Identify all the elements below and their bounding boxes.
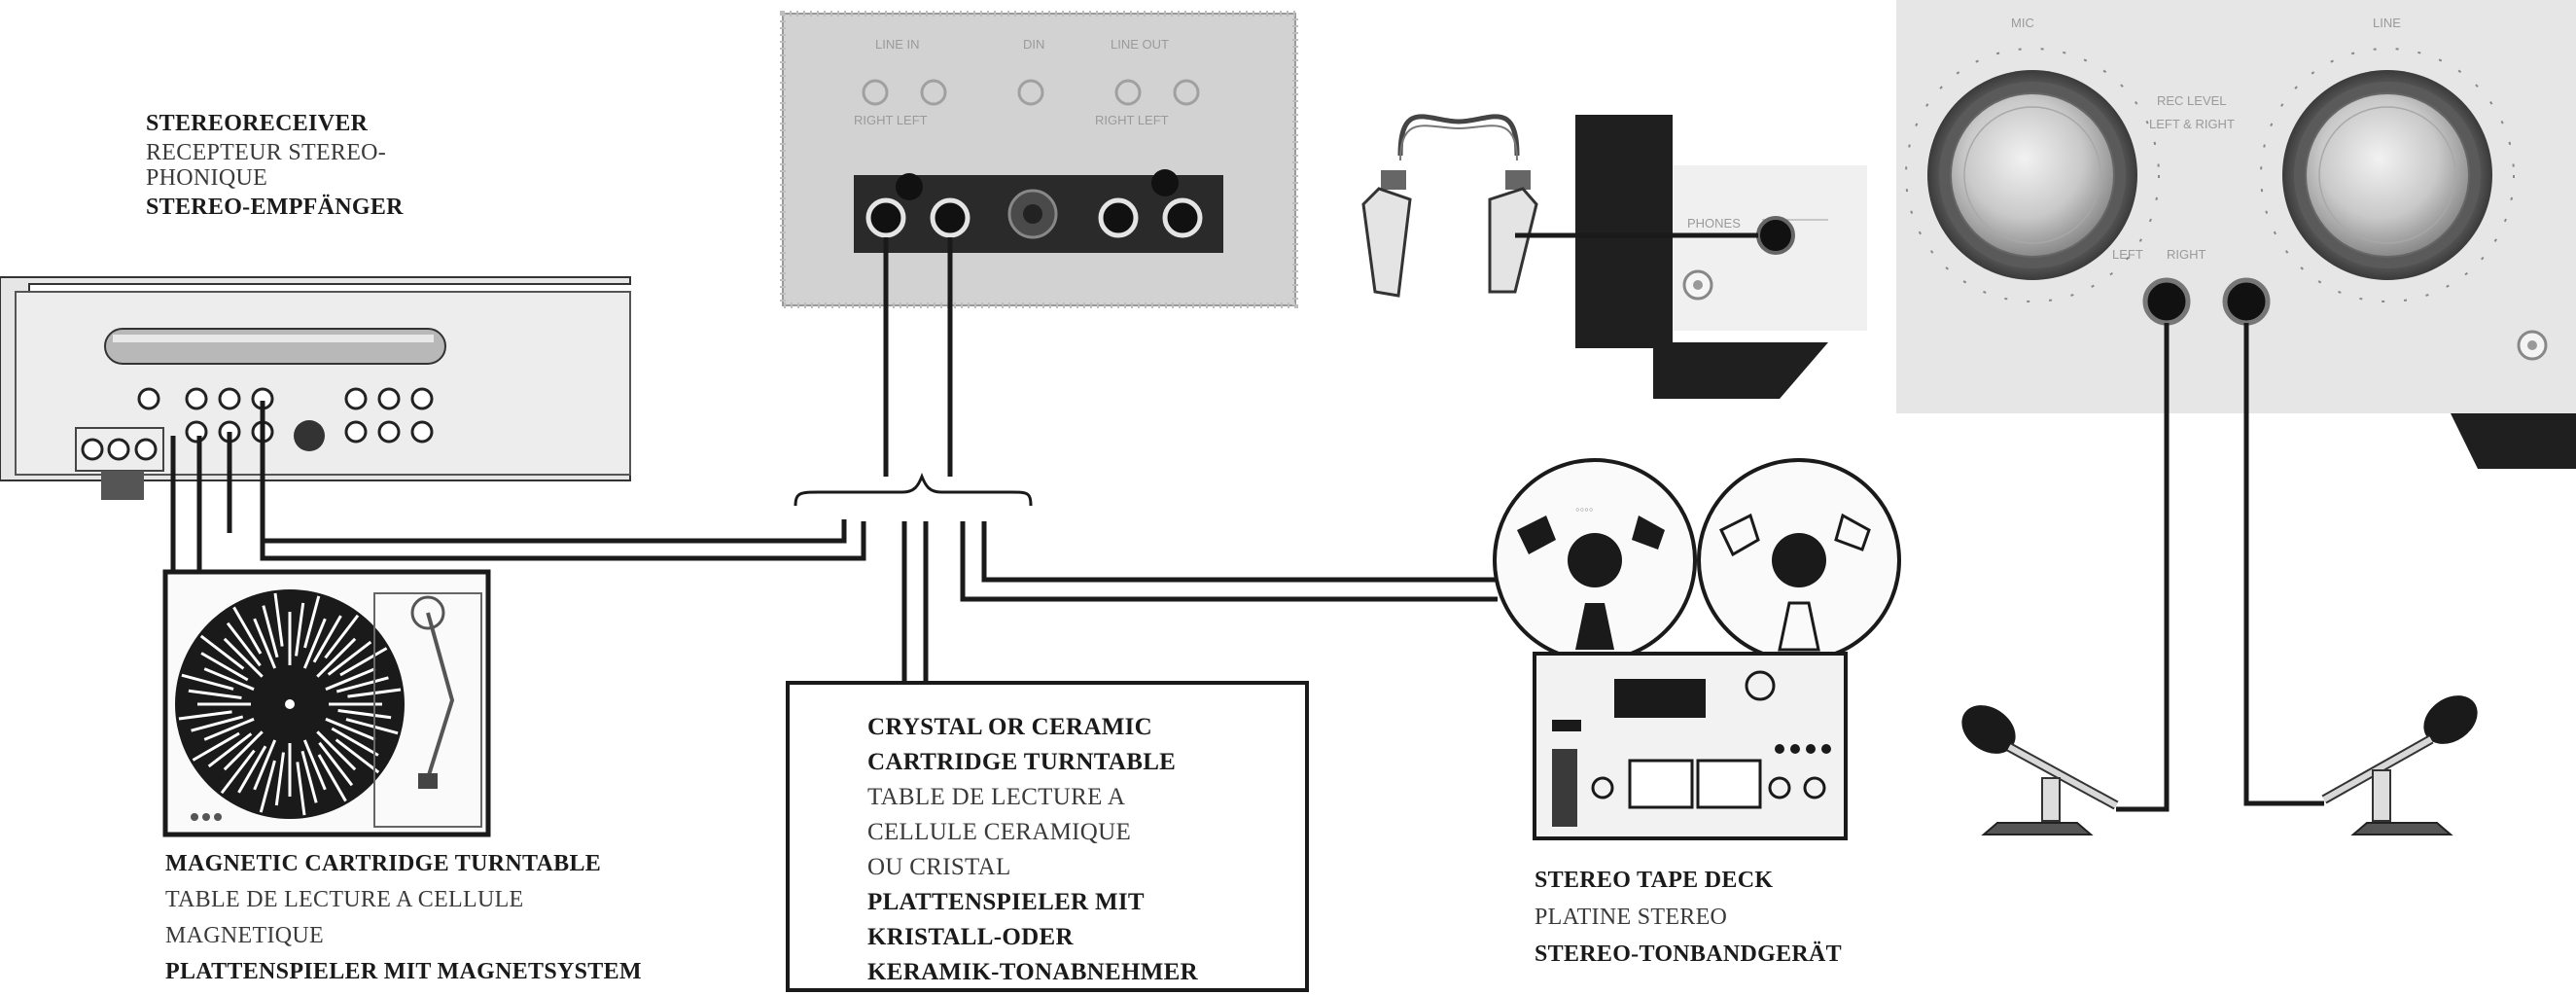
platter-strobe-mark (262, 605, 279, 658)
stereo-tape-deck: ◦◦◦◦ (1493, 458, 1901, 840)
platter-strobe-mark (203, 717, 255, 741)
svg-text:◦◦◦◦: ◦◦◦◦ (1575, 502, 1593, 516)
svg-text:MIC: MIC (2011, 16, 2034, 30)
crystal-turntable-label: CRYSTAL OR CERAMIC CARTRIDGE TURNTABLE T… (867, 710, 1198, 990)
svg-text:LINE IN: LINE IN (875, 37, 920, 52)
platter-strobe-mark (327, 640, 372, 676)
platter-strobe-mark (300, 750, 318, 803)
platter-strobe-mark (253, 739, 277, 791)
rec-level-knob-right (2260, 48, 2515, 302)
crystal-turntable-label-fr-3: OU CRISTAL (867, 854, 1011, 880)
crystal-turntable-label-fr: TABLE DE LECTURE A (867, 784, 1126, 810)
platter-strobe-mark (223, 637, 264, 678)
platter-strobe-mark (324, 614, 360, 659)
platter-strobe-mark (295, 602, 305, 657)
platter-strobe-mark (274, 752, 285, 806)
platter-strobe-mark (331, 727, 379, 757)
platter-strobe-mark (302, 739, 327, 791)
crystal-turntable-box: CRYSTAL OR CERAMIC CARTRIDGE TURNTABLE T… (786, 681, 1309, 992)
magnetic-turntable-label-de: PLATTENSPIELER MIT MAGNETSYSTEM (165, 959, 642, 984)
tape-deck-label-en: STEREO TAPE DECK (1535, 868, 1774, 893)
platter-strobe-mark (345, 718, 399, 735)
platter-strobe-mark (296, 762, 306, 816)
tape-deck-label: STEREO TAPE DECK PLATINE STEREO STEREO-T… (1535, 862, 1842, 973)
din-jack-icon (1007, 189, 1058, 239)
platter-strobe-mark (316, 730, 357, 771)
platter-strobe-mark (312, 615, 342, 663)
svg-text:RIGHT: RIGHT (2167, 247, 2206, 262)
microphone-input-panel: MIC LINE REC LEVEL LEFT & RIGHT LEFT RIG… (1896, 0, 2576, 469)
receiver-label-fr: RECEPTEUR STEREO- (146, 140, 387, 165)
crystal-turntable-label-de-2: KRISTALL-ODER (867, 924, 1074, 950)
magnetic-turntable-label-fr-2: MAGNETIQUE (165, 923, 324, 948)
crystal-turntable-label-de-3: KERAMIK-TONABNEHMER (867, 959, 1198, 985)
platter-strobe-mark (339, 647, 388, 677)
platter-strobe-mark (226, 622, 262, 667)
platter-strobe-mark (237, 745, 267, 794)
platter-strobe-mark (318, 741, 354, 787)
svg-text:RIGHT LEFT: RIGHT LEFT (1095, 113, 1169, 127)
platter-strobe-mark (335, 676, 389, 693)
svg-text:LINE OUT: LINE OUT (1111, 37, 1169, 52)
cables (170, 237, 2324, 812)
platter-strobe-mark (203, 667, 255, 692)
platter-strobe-mark (253, 618, 277, 669)
svg-text:PHONES: PHONES (1687, 216, 1741, 231)
platter-strobe-mark (191, 715, 244, 732)
platter-strobe-mark (181, 673, 234, 691)
platter-strobe-mark (232, 606, 263, 655)
svg-text:LINE: LINE (2373, 16, 2401, 30)
platter-strobe-mark (335, 738, 380, 774)
platter-strobe-mark (200, 652, 249, 682)
crystal-turntable-label-en-2: CARTRIDGE TURNTABLE (867, 749, 1177, 775)
headphones (1361, 114, 1538, 298)
platter-strobe-mark (199, 634, 245, 670)
bracket (794, 472, 1033, 507)
crystal-turntable-label-fr-2: CELLULE CERAMIQUE (867, 819, 1132, 845)
platter-strobe-mark (192, 731, 240, 762)
platter-strobe-mark (259, 760, 276, 813)
tape-deck-panel: PHONES (1515, 115, 1867, 399)
platter-strobe-mark (223, 730, 264, 771)
platter-strobe-mark (337, 709, 392, 720)
receiver-label-fr-2: PHONIQUE (146, 165, 268, 191)
platter-strobe-mark (303, 595, 321, 649)
platter-strobe-mark (325, 667, 376, 692)
platter-strobe-mark (316, 637, 357, 678)
microphone-right-icon (2321, 695, 2478, 835)
platter-strobe-mark (188, 689, 242, 699)
svg-text:RIGHT LEFT: RIGHT LEFT (854, 113, 928, 127)
receiver-label: STEREORECEIVER RECEPTEUR STEREO- PHONIQU… (146, 107, 404, 224)
platter-strobe-mark (220, 749, 256, 795)
magnetic-turntable-label-en: MAGNETIC CARTRIDGE TURNTABLE (165, 851, 602, 876)
microphone-left-icon (1961, 705, 2119, 835)
platter-strobe-mark (302, 618, 327, 669)
platter-strobe-mark (317, 754, 347, 802)
svg-text:LEFT: LEFT (2112, 247, 2143, 262)
crystal-turntable-label-en: CRYSTAL OR CERAMIC (867, 714, 1152, 740)
tape-deck-label-de: STEREO-TONBANDGERÄT (1535, 942, 1842, 967)
magnetic-turntable-label-fr: TABLE DE LECTURE A CELLULE (165, 887, 524, 912)
svg-text:DIN: DIN (1023, 37, 1044, 52)
magnetic-turntable (162, 569, 491, 837)
svg-text:REC LEVEL: REC LEVEL (2157, 93, 2227, 108)
receiver-label-en: STEREORECEIVER (146, 111, 369, 136)
receiver-label-de: STEREO-EMPFÄNGER (146, 195, 404, 220)
tape-deck-label-fr: PLATINE STEREO (1535, 905, 1728, 930)
rec-level-knob-left (1905, 48, 2160, 302)
platter-strobe-mark (178, 710, 232, 721)
platter-strobe-mark (325, 717, 376, 741)
platter-strobe-mark (207, 732, 253, 768)
crystal-turntable-label-de: PLATTENSPIELER MIT (867, 889, 1145, 915)
magnetic-turntable-label: MAGNETIC CARTRIDGE TURNTABLE TABLE DE LE… (165, 846, 642, 990)
platter-strobe-mark (273, 592, 284, 647)
din-input-panel: LINE IN DIN LINE OUT RIGHT LEFT RIGHT LE… (780, 11, 1298, 308)
svg-text:LEFT & RIGHT: LEFT & RIGHT (2149, 117, 2235, 131)
stereo-receiver (0, 276, 631, 500)
